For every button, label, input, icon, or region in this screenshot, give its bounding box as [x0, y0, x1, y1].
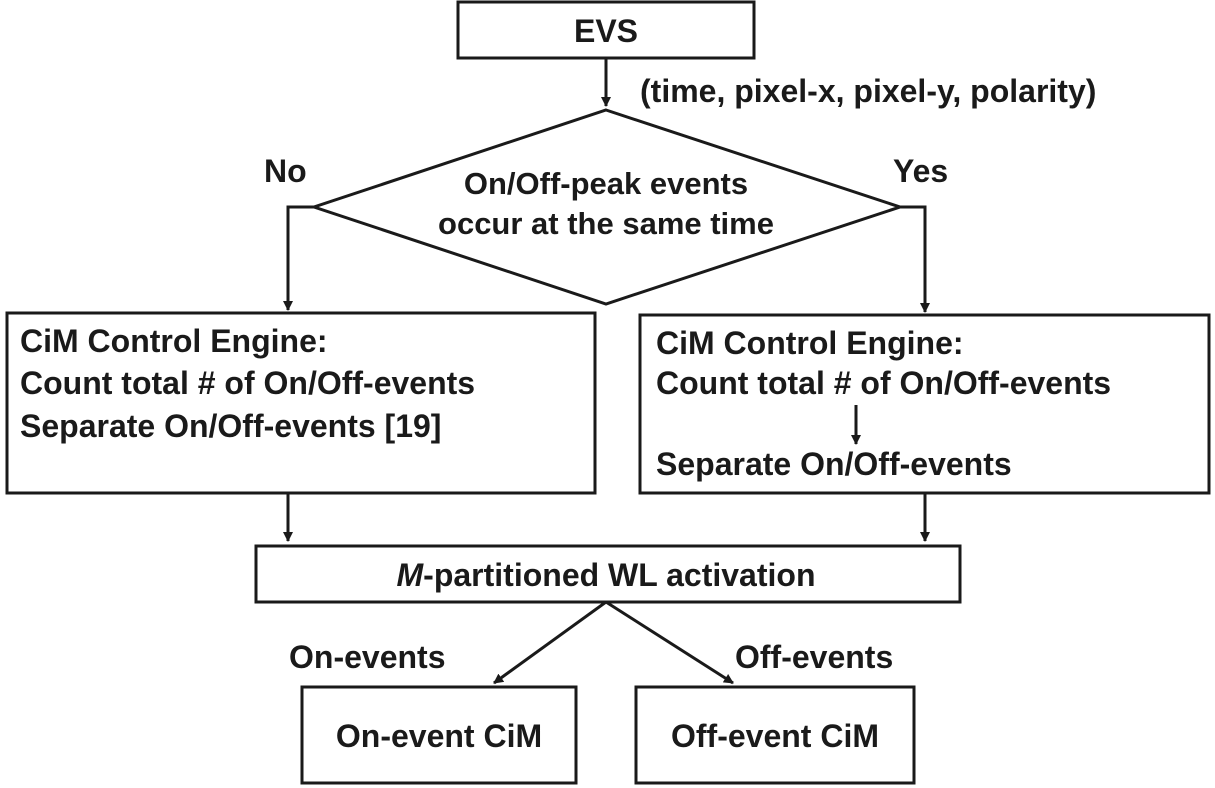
yes-label: Yes	[893, 153, 948, 189]
on-events-label: On-events	[289, 639, 445, 675]
event-tuple-label: (time, pixel-x, pixel-y, polarity)	[640, 73, 1096, 109]
arrow-yes-branch	[900, 205, 930, 313]
arrow-on-events	[493, 600, 607, 685]
right-engine-title: CiM Control Engine:	[656, 325, 964, 361]
off-event-cim-box	[634, 685, 916, 785]
arrow-no-branch	[283, 205, 314, 311]
left-engine-line-1: Count total # of On/Off-events	[20, 365, 475, 401]
activation-label: M-partitioned WL activation	[397, 557, 816, 593]
decision-line-2: occur at the same time	[438, 206, 774, 241]
on-event-cim-box	[300, 685, 578, 785]
left-engine-line-2: Separate On/Off-events [19]	[20, 408, 441, 444]
off-events-label: Off-events	[735, 639, 893, 675]
on-event-cim-label: On-event CiM	[336, 718, 542, 754]
activation-rest: -partitioned WL activation	[423, 557, 815, 593]
no-label: No	[264, 153, 307, 189]
left-engine-title: CiM Control Engine:	[20, 323, 328, 359]
left-engine-box	[5, 311, 597, 495]
decision-line-1: On/Off-peak events	[464, 166, 748, 201]
activation-italic-prefix: M	[397, 557, 425, 593]
evs-label: EVS	[574, 13, 638, 49]
off-event-cim-label: Off-event CiM	[671, 718, 879, 754]
decision-diamond	[309, 108, 905, 306]
right-engine-line-1: Count total # of On/Off-events	[656, 365, 1111, 401]
arrow-off-events	[605, 600, 734, 685]
right-engine-line-2: Separate On/Off-events	[656, 446, 1012, 482]
